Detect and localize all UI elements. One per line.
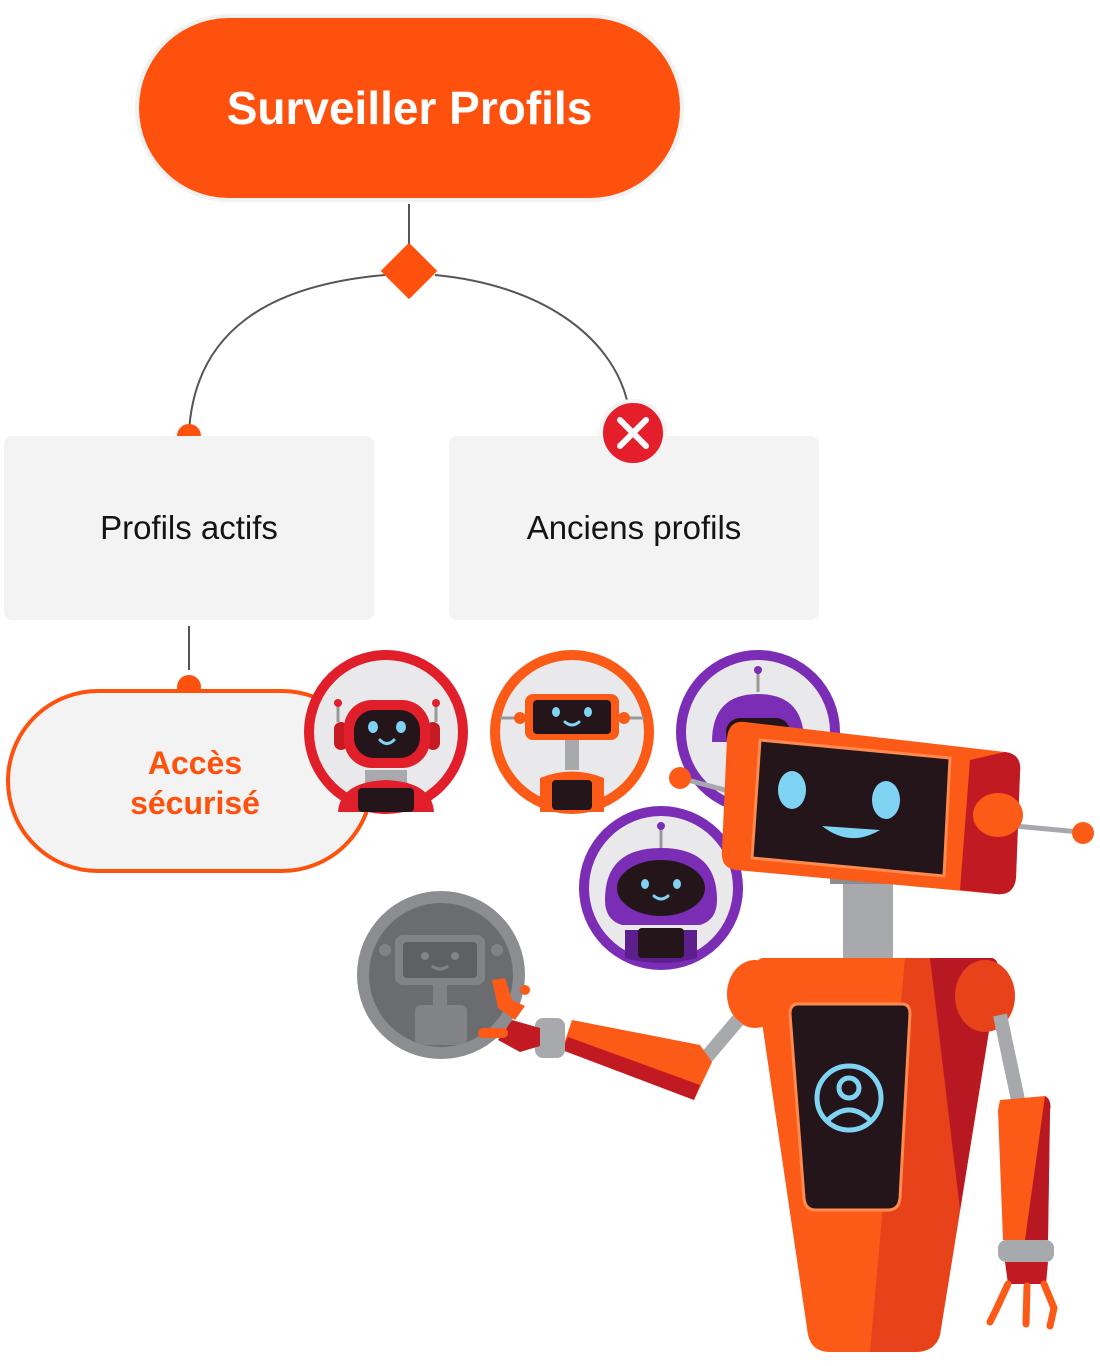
secure-access-label: Accès sécurisé — [70, 743, 320, 823]
secure-access-line2: sécurisé — [130, 785, 260, 821]
connector-decision-active — [188, 274, 386, 433]
robot-avatar-orange — [490, 650, 654, 814]
old-profiles-label: Anciens profils — [526, 509, 742, 546]
close-icon — [599, 399, 667, 467]
title-label: Surveiller Profils — [226, 82, 593, 134]
robot-avatar-grey — [357, 891, 525, 1059]
user-circle-icon — [814, 1063, 884, 1133]
active-profiles-node: Profils actifs — [4, 436, 374, 620]
robot-avatar-purple-bottom — [579, 806, 743, 970]
robot-avatar-red — [304, 650, 468, 814]
secure-access-line1: Accès — [147, 745, 243, 781]
main-robot — [478, 721, 1094, 1352]
connector-decision-old — [434, 274, 628, 401]
old-profiles-node: Anciens profils — [449, 436, 819, 620]
title-node: Surveiller Profils — [139, 18, 680, 198]
active-profiles-label: Profils actifs — [100, 509, 278, 546]
